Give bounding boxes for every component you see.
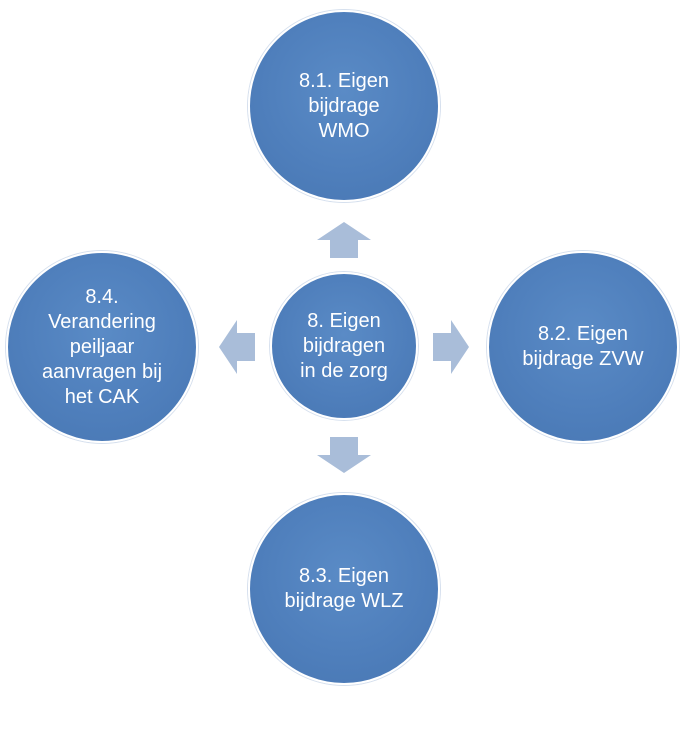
center-node-eigen-bijdragen: 8. Eigen bijdragen in de zorg bbox=[270, 272, 418, 420]
arrow-left-icon bbox=[219, 320, 255, 374]
node-verandering-peiljaar: 8.4. Verandering peiljaar aanvragen bij … bbox=[6, 251, 198, 443]
arrow-down-icon bbox=[317, 437, 371, 473]
node-label: 8.4. Verandering peiljaar aanvragen bij … bbox=[41, 285, 163, 408]
center-label: 8. Eigen bijdragen in de zorg bbox=[300, 309, 388, 382]
node-eigen-bijdrage-wlz: 8.3. Eigen bijdrage WLZ bbox=[248, 493, 440, 685]
arrow-up-icon bbox=[317, 222, 371, 258]
node-label: 8.3. Eigen bijdrage WLZ bbox=[284, 565, 404, 612]
node-eigen-bijdrage-zvw: 8.2. Eigen bijdrage ZVW bbox=[487, 251, 679, 443]
arrow-right-icon bbox=[433, 320, 469, 374]
node-label: 8.2. Eigen bijdrage ZVW bbox=[522, 323, 644, 370]
node-eigen-bijdrage-wmo: 8.1. Eigen bijdrage WMO bbox=[248, 10, 440, 202]
node-label: 8.1. Eigen bijdrage WMO bbox=[298, 69, 390, 142]
